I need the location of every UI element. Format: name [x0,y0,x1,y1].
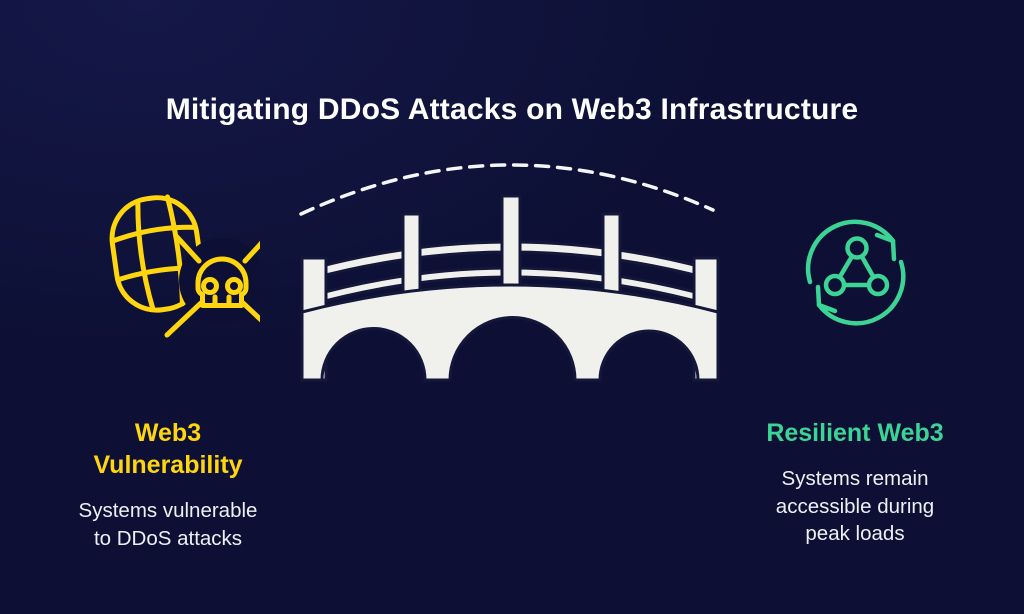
network-node [845,236,869,260]
resilient-heading: Resilient Web3 [725,417,985,449]
heading-line: Resilient Web3 [766,419,944,447]
bridge-deck-arches [300,283,720,382]
page-title: Mitigating DDoS Attacks on Web3 Infrastr… [165,93,859,127]
sync-network-icon [805,219,906,326]
description-line: Systems remain [781,467,929,490]
dashed-arc-path [299,163,715,216]
vulnerability-description: Systems vulnerable to DDoS attacks [38,497,298,552]
bridge-icon [300,194,720,382]
vulnerability-heading: Web3 Vulnerability [38,417,298,481]
description-line: accessible during [775,494,935,518]
top-sync-arrow [805,219,896,285]
bug-legs [164,234,260,338]
top-arrowhead [874,232,897,262]
resilient-caption: Resilient Web3 Systems remain accessible… [725,417,985,548]
description-line: Systems vulnerable [78,499,258,522]
resilient-description: Systems remain accessible during peak lo… [725,465,985,548]
bottom-sync-arrow [816,259,906,326]
bottom-arrowhead [815,284,838,314]
globe-skull-icon [109,194,260,338]
skull-eye [225,277,243,295]
skull-teeth [212,294,232,308]
vulnerability-caption: Web3 Vulnerability Systems vulnerable to… [38,417,298,552]
heading-line: Vulnerability [93,451,243,479]
description-line: peak loads [805,522,905,545]
heading-line: Web3 [134,419,202,447]
dashed-flow-arc-icon [299,163,715,216]
network-node [866,273,890,297]
skull-head [195,256,249,308]
skull-icon [164,234,260,338]
description-line: to DDoS attacks [93,526,243,550]
network-node [823,273,847,297]
skull-eye [201,277,219,295]
